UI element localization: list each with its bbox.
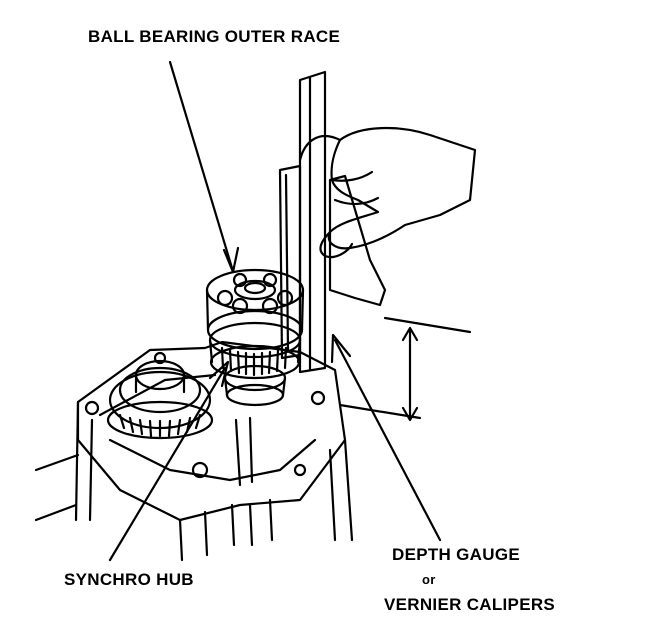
leader-synchro-hub xyxy=(108,366,227,562)
leader-ball-bearing xyxy=(168,60,234,270)
hand xyxy=(298,127,477,259)
depth-gauge-tool xyxy=(278,70,472,422)
leader-lines xyxy=(108,60,442,562)
label-vernier-calipers: VERNIER CALIPERS xyxy=(384,595,556,614)
label-or: or xyxy=(422,572,436,587)
label-depth-gauge: DEPTH GAUGE xyxy=(392,545,520,564)
leader-depth-gauge xyxy=(333,338,442,542)
label-ball-bearing-outer-race: BALL BEARING OUTER RACE xyxy=(88,27,341,46)
label-synchro-hub: SYNCHRO HUB xyxy=(64,570,194,589)
gear-cluster xyxy=(106,359,214,440)
transmission-case xyxy=(34,340,354,562)
